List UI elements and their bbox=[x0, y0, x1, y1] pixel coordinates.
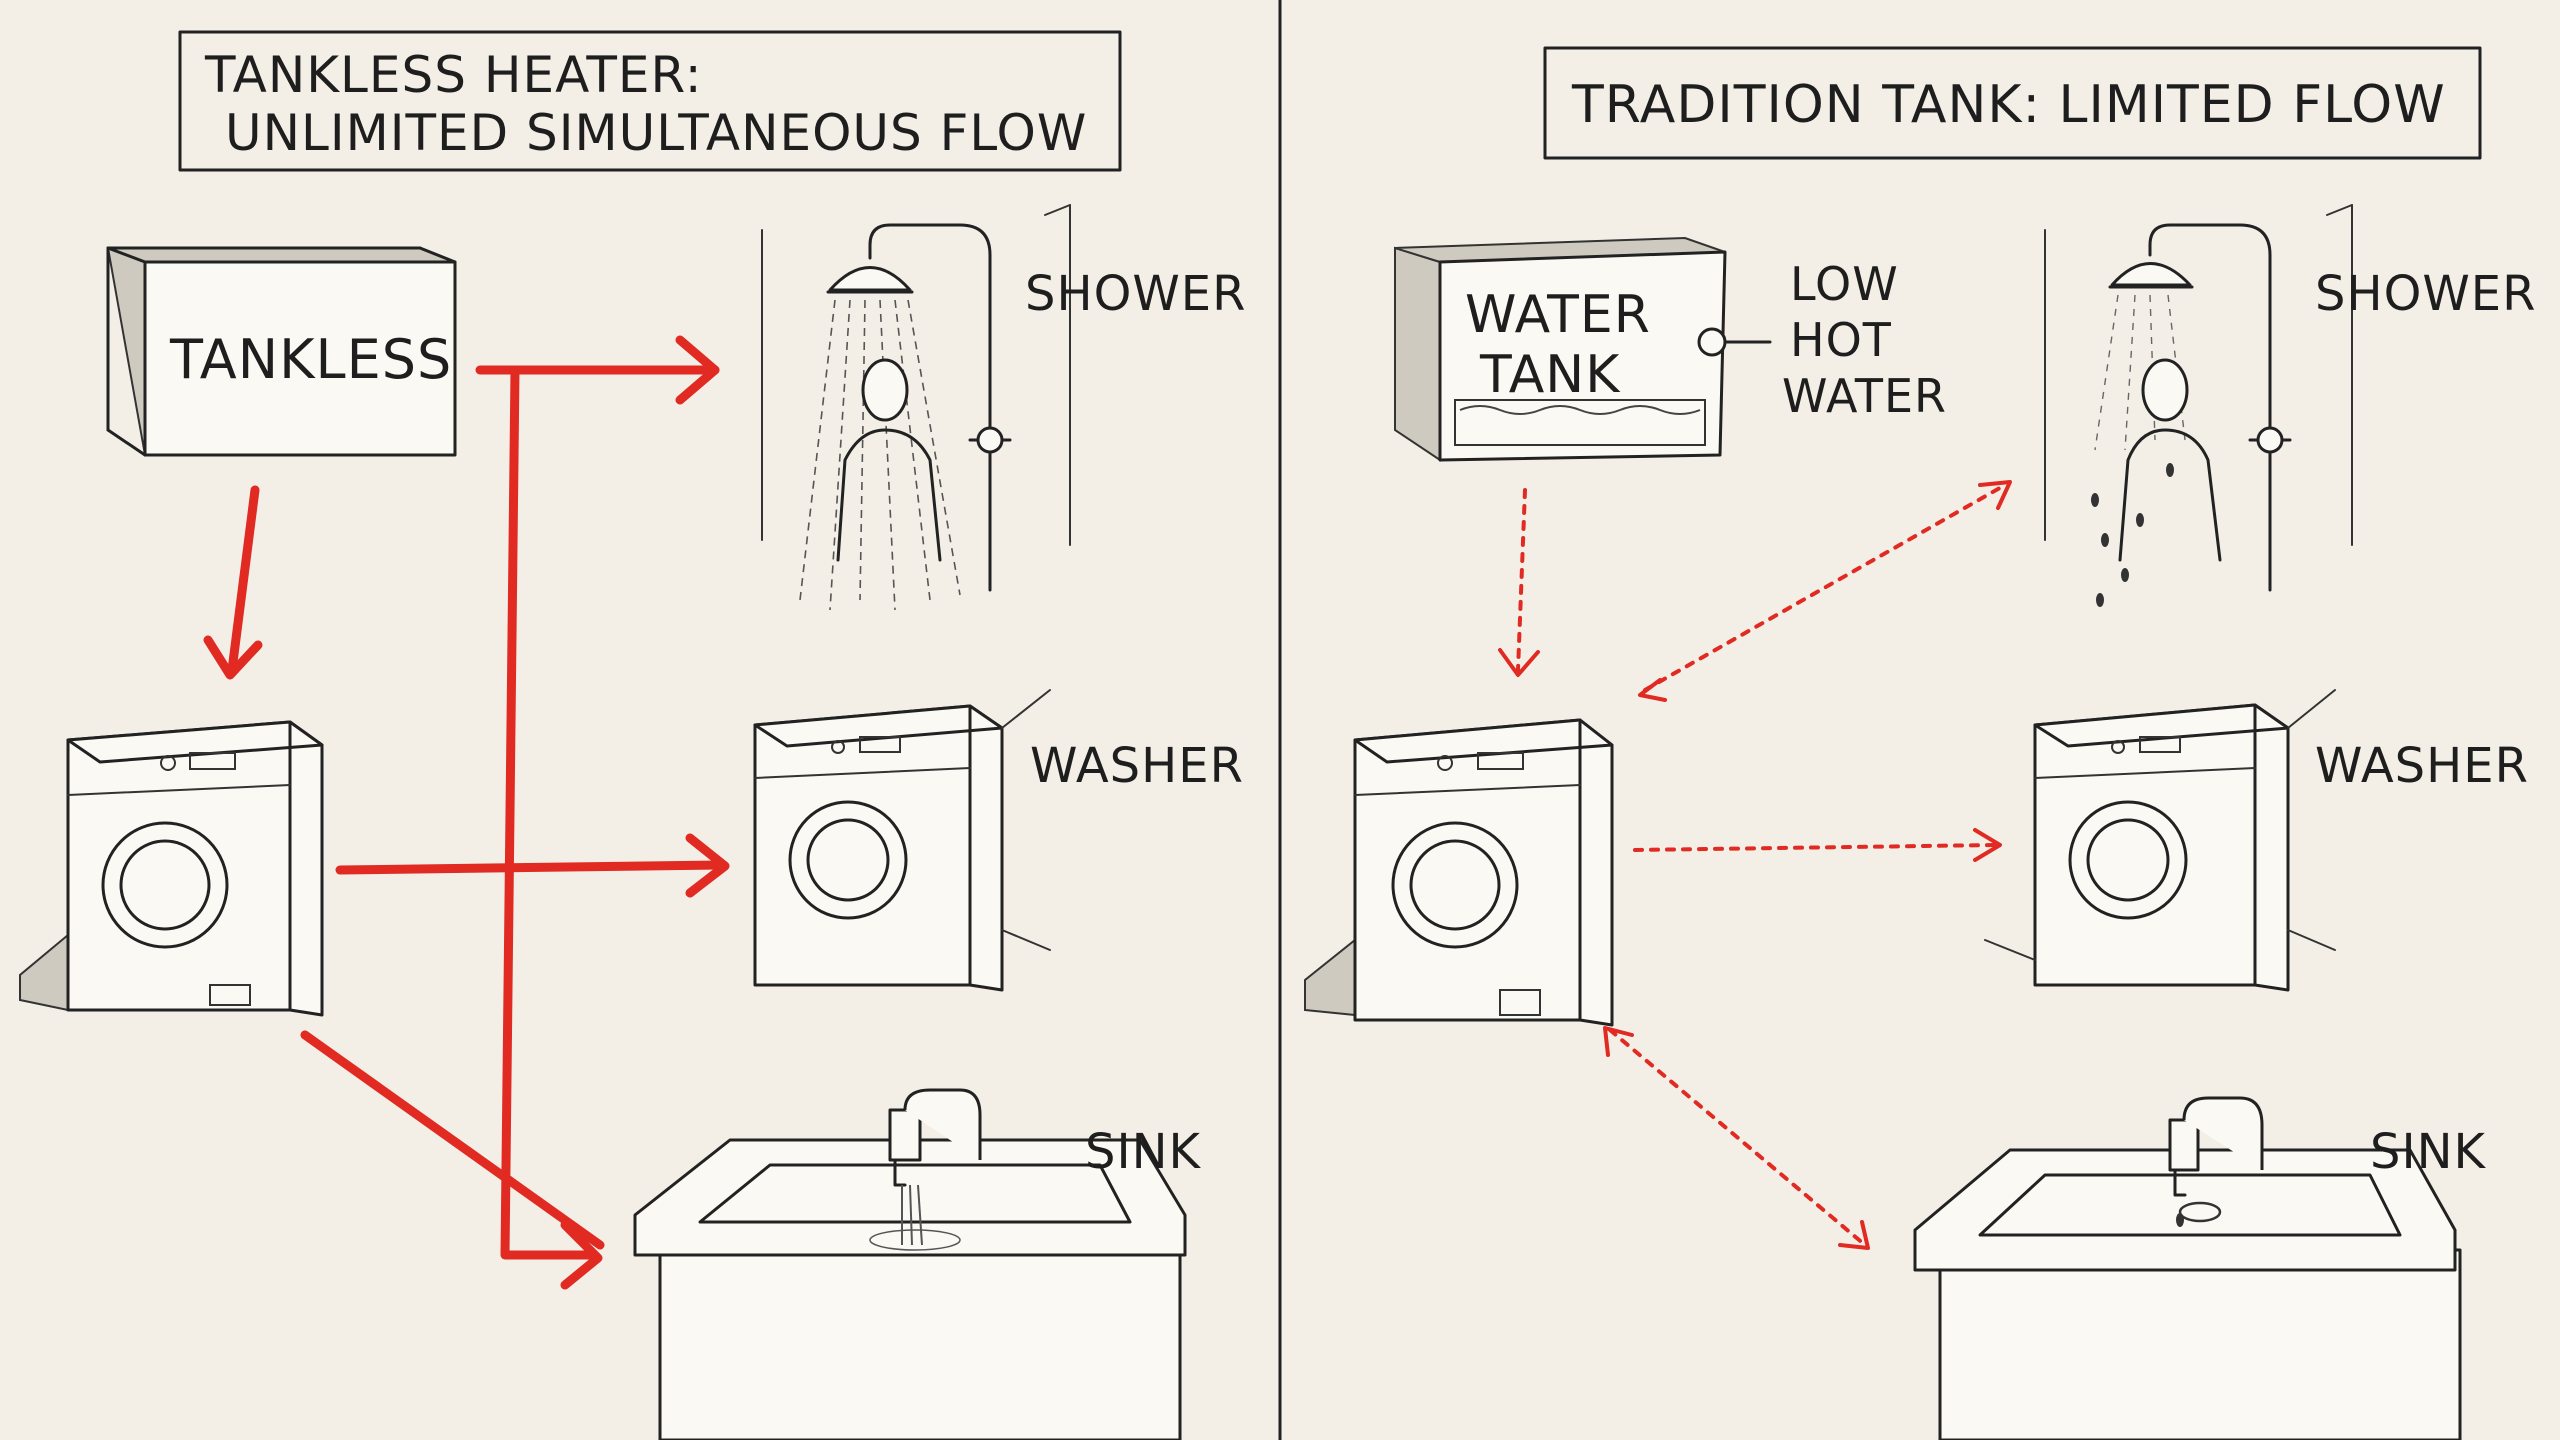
arrow-washer-to-sink bbox=[300, 1030, 605, 1250]
right-shower-label: SHOWER bbox=[2315, 266, 2536, 322]
dotted-arrow-washer-to-shower bbox=[1643, 483, 2007, 692]
tank-label-line2: TANK bbox=[1479, 345, 1621, 405]
shower-icon: SHOWER bbox=[761, 204, 1246, 611]
water-spray bbox=[799, 299, 961, 611]
right-sink-label: SINK bbox=[2370, 1124, 2487, 1180]
washing-machine-icon: WASHER bbox=[1984, 689, 2529, 992]
arrow-heater-to-washer bbox=[227, 485, 260, 675]
dotted-arrow-washer-to-washer bbox=[1633, 843, 1997, 852]
water-heater-icon: TANKLESS bbox=[106, 246, 457, 457]
left-panel: TANKLESS HEATER: UNLIMITED SIMULTANEOUS … bbox=[19, 30, 1246, 1440]
tank-label-line1: WATER bbox=[1465, 285, 1651, 345]
warning-line3: WATER bbox=[1782, 369, 1947, 423]
left-washer-label: WASHER bbox=[1030, 738, 1244, 794]
washing-machine-icon bbox=[19, 720, 324, 1017]
right-washer-label: WASHER bbox=[2315, 738, 2529, 794]
washing-machine-icon: WASHER bbox=[753, 689, 1244, 992]
person-icon bbox=[2118, 358, 2222, 562]
left-flow-arrows bbox=[203, 335, 730, 1290]
right-title-box: TRADITION TANK: LIMITED FLOW bbox=[1543, 46, 2482, 160]
left-sink-label: SINK bbox=[1085, 1124, 1202, 1180]
sink-faucet-icon: SINK bbox=[633, 1088, 1202, 1440]
left-shower-label: SHOWER bbox=[1025, 266, 1246, 322]
left-title-line2: UNLIMITED SIMULTANEOUS FLOW bbox=[225, 104, 1087, 162]
shower-icon: SHOWER bbox=[2044, 204, 2536, 607]
left-title-box: TANKLESS HEATER: UNLIMITED SIMULTANEOUS … bbox=[178, 30, 1122, 172]
sink-faucet-icon: SINK bbox=[1913, 1096, 2487, 1440]
water-tank-icon: WATER TANK LOW HOT WATER bbox=[1394, 236, 1947, 462]
right-panel: TRADITION TANK: LIMITED FLOW WATER TANK … bbox=[1304, 46, 2536, 1440]
arrow-trunk bbox=[500, 365, 595, 1260]
tankless-label: TANKLESS bbox=[169, 328, 452, 391]
warning-line2: HOT bbox=[1790, 313, 1892, 367]
left-title-line1: TANKLESS HEATER: bbox=[204, 46, 703, 104]
right-flow-arrows bbox=[1498, 480, 2012, 1250]
right-title: TRADITION TANK: LIMITED FLOW bbox=[1571, 75, 2446, 135]
person-icon bbox=[836, 358, 942, 562]
washing-machine-icon bbox=[1304, 718, 1614, 1027]
warning-line1: LOW bbox=[1790, 257, 1899, 311]
arrow-washer-to-washer bbox=[335, 860, 725, 875]
dotted-arrow-washer-to-sink bbox=[1608, 1028, 1867, 1247]
dotted-arrow-tank-to-washer bbox=[1516, 488, 1527, 672]
